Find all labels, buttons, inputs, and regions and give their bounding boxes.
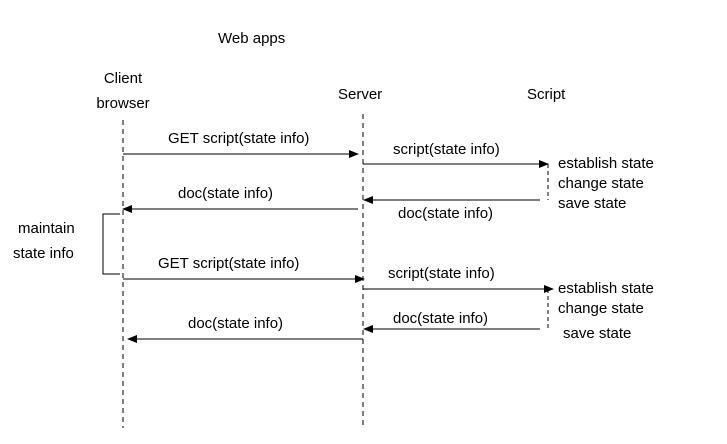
maintain-state-bracket xyxy=(102,213,120,275)
label-script-return-2: doc(state info) xyxy=(393,310,489,327)
note-maintain: maintain xyxy=(18,220,75,237)
label-get-script-1: GET script(state info) xyxy=(168,130,310,147)
label-script-return-1: doc(state info) xyxy=(398,205,494,222)
diagram-title: Web apps xyxy=(218,30,286,47)
label-script-forward-2: script(state info) xyxy=(388,265,495,282)
actor-script: Script xyxy=(527,86,566,103)
step-change-state-2: change state xyxy=(558,300,644,317)
label-doc-response-2: doc(state info) xyxy=(188,315,284,332)
actor-server: Server xyxy=(338,86,383,103)
actor-client-line1: Client xyxy=(103,70,143,87)
step-save-state-1: save state xyxy=(558,195,627,212)
note-state-info: state info xyxy=(13,245,74,262)
step-change-state-1: change state xyxy=(558,175,644,192)
label-get-script-2: GET script(state info) xyxy=(158,255,300,272)
label-script-forward-1: script(state info) xyxy=(393,141,500,158)
step-establish-state-2: establish state xyxy=(558,280,654,297)
label-doc-response-1: doc(state info) xyxy=(178,185,274,202)
actor-client-line2: browser xyxy=(96,95,150,112)
step-establish-state-1: establish state xyxy=(558,155,654,172)
step-save-state-2: save state xyxy=(563,325,632,342)
